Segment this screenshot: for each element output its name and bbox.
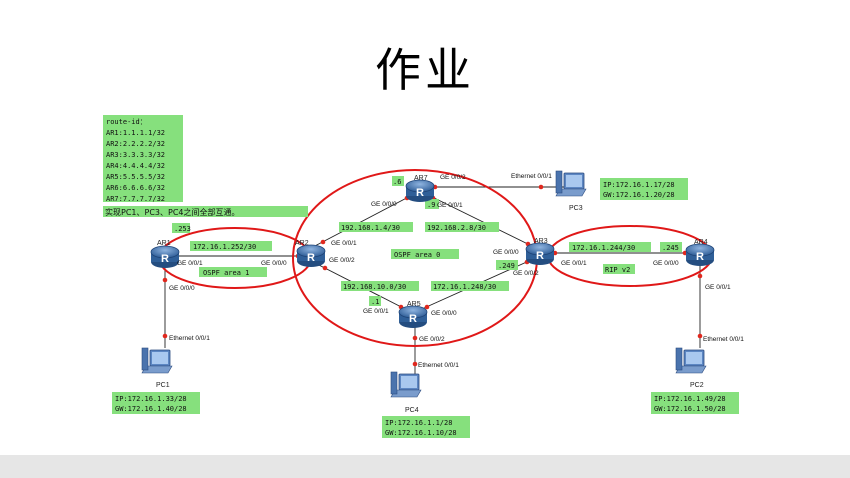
ar1-host-label: .253 (174, 225, 191, 233)
net-ar3-ar4-label: 172.16.1.244/30 (572, 244, 635, 252)
route-id-line: AR4:4.4.4.4/32 (106, 162, 165, 170)
rip-v2-label: RIP v2 (605, 266, 630, 274)
slide-title: 作业 (375, 43, 475, 97)
route-id-line: AR2:2.2.2.2/32 (106, 140, 165, 148)
port-label: Ethernet 0/0/1 (511, 173, 552, 180)
network-diagram: R (95, 108, 750, 449)
net-ar2-ar5-label: 192.168.10.0/30 (343, 283, 406, 291)
pc2-label: PC2 (690, 382, 704, 389)
router-ar1-label: AR1 (157, 240, 171, 247)
pc-pc1[interactable]: PC1 (141, 347, 173, 389)
port-label: GE 0/0/2 (440, 174, 466, 181)
pc3-gw: GW:172.16.1.20/28 (603, 191, 675, 199)
pc2-ip: IP:172.16.1.49/28 (654, 395, 726, 403)
port-label: GE 0/0/1 (363, 308, 389, 315)
port-label: GE 0/0/1 (177, 260, 203, 267)
port-label: GE 0/0/1 (705, 284, 731, 291)
link-ar7-ar3 (419, 190, 541, 251)
router-ar7[interactable]: AR7 (405, 175, 435, 203)
route-id-line: AR6:6.6.6.6/32 (106, 184, 165, 192)
pc4-label: PC4 (405, 407, 419, 414)
pc-info-boxes: IP:172.16.1.17/28 GW:172.16.1.20/28 IP:1… (112, 178, 739, 438)
route-id-line: AR5:5.5.5.5/32 (106, 173, 165, 181)
pc-pc2[interactable]: PC2 (675, 347, 707, 389)
ar7-host-label: .6 (393, 178, 401, 186)
note-bg (103, 206, 308, 217)
requirement-note: 实现PC1、PC3、PC4之间全部互通。 (105, 207, 240, 217)
port-label: GE 0/0/0 (431, 310, 457, 317)
router-ar3[interactable]: AR3 (525, 238, 555, 266)
network-labels: .253 172.16.1.252/30 OSPF area 1 .6 .9 1… (172, 176, 682, 306)
router-ar5-label: AR5 (407, 301, 421, 308)
pc3-label: PC3 (569, 205, 583, 212)
net-ar7-ar3-label: 192.168.2.8/30 (427, 224, 486, 232)
router-ar2[interactable]: AR2 (295, 240, 326, 268)
port-label: GE 0/0/1 (331, 240, 357, 247)
router-ar5[interactable]: AR5 (398, 301, 428, 329)
route-id-line: AR3:3.3.3.3/32 (106, 151, 165, 159)
port-label: GE 0/0/0 (653, 260, 679, 267)
router-ar2-label: AR2 (295, 240, 309, 247)
ar3-host-label: .249 (498, 262, 515, 270)
pc1-label: PC1 (156, 382, 170, 389)
port-label: GE 0/0/2 (513, 270, 539, 277)
ar7-host2-label: .9 (427, 201, 435, 209)
router-ar4[interactable]: AR4 (685, 239, 715, 267)
port-label: GE 0/0/0 (261, 260, 287, 267)
port-label: GE 0/0/0 (493, 249, 519, 256)
port-labels: GE 0/0/1 GE 0/0/0 GE 0/0/0 Ethernet 0/0/… (169, 173, 744, 369)
pc4-ip: IP:172.16.1.1/28 (385, 419, 452, 427)
port-label: GE 0/0/0 (371, 201, 397, 208)
router-ar7-label: AR7 (414, 175, 428, 182)
pc-pc3[interactable]: PC3 (555, 170, 587, 212)
router-ar3-label: AR3 (534, 238, 548, 245)
port-label: GE 0/0/1 (561, 260, 587, 267)
port-label: GE 0/0/2 (419, 336, 445, 343)
net-ar1-ar2-label: 172.16.1.252/30 (193, 243, 256, 251)
port-label: GE 0/0/0 (169, 285, 195, 292)
net-ar5-ar3-label: 172.16.1.248/30 (433, 283, 496, 291)
router-ar4-label: AR4 (694, 239, 708, 246)
route-id-line: AR1:1.1.1.1/32 (106, 129, 165, 137)
ellipse-ospf-area1 (158, 227, 312, 289)
port-label: GE 0/0/2 (329, 257, 355, 264)
link-ar2-ar7 (310, 190, 421, 249)
ar4-host-label: .245 (662, 244, 679, 252)
route-id-box: route-id： AR1:1.1.1.1/32 AR2:2.2.2.2/32 … (103, 115, 183, 203)
ospf-area0-label: OSPF area 0 (394, 251, 440, 259)
net-ar2-ar7-label: 192.168.1.4/30 (341, 224, 400, 232)
footer-band (0, 455, 850, 478)
port-label: Ethernet 0/0/1 (169, 335, 210, 342)
route-id-line: AR7:7.7.7.7/32 (106, 195, 165, 203)
pc1-ip: IP:172.16.1.33/28 (115, 395, 187, 403)
ospf-area1-label: OSPF area 1 (203, 269, 249, 277)
route-id-line: route-id： (106, 118, 147, 126)
port-label: Ethernet 0/0/1 (418, 362, 459, 369)
topology-canvas: R (103, 115, 744, 438)
pc3-ip: IP:172.16.1.17/28 (603, 181, 675, 189)
router-ar1[interactable]: AR1 (150, 240, 180, 269)
pc-pc4[interactable]: PC4 (390, 371, 422, 414)
port-label: GE 0/0/1 (437, 202, 463, 209)
pc4-gw: GW:172.16.1.10/28 (385, 429, 457, 437)
pc2-gw: GW:172.16.1.50/28 (654, 405, 726, 413)
port-label: Ethernet 0/0/1 (703, 336, 744, 343)
pc1-gw: GW:172.16.1.40/28 (115, 405, 187, 413)
ar5-host-label: .1 (371, 298, 379, 306)
